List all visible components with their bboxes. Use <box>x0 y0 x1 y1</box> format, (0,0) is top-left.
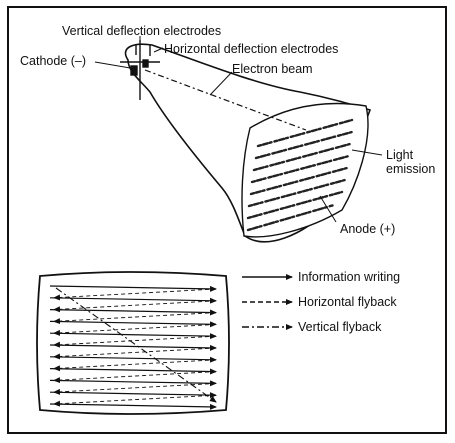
electrode-assembly <box>120 40 160 100</box>
legend-vertical-flyback: Vertical flyback <box>298 320 382 334</box>
horizontal-flyback-line <box>53 312 217 325</box>
writing-scan-line <box>49 332 217 340</box>
label-light-emission-1: Light <box>386 148 414 162</box>
writing-scan-line <box>49 309 217 316</box>
legend-symbols <box>242 274 293 330</box>
raster-screen <box>36 271 230 415</box>
writing-scan-line <box>49 344 217 351</box>
vertical-flyback-trace <box>55 287 217 403</box>
horizontal-flyback-line <box>53 394 217 407</box>
label-cathode: Cathode (–) <box>20 54 87 68</box>
horizontal-flyback-line <box>53 371 217 384</box>
label-vertical-deflection: Vertical deflection electrodes <box>62 24 222 38</box>
writing-scan-line <box>49 297 217 304</box>
label-electron-beam: Electron beam <box>232 62 313 76</box>
label-anode: Anode (+) <box>340 222 396 236</box>
writing-scan-line <box>49 379 217 387</box>
horizontal-flyback-line <box>53 359 217 372</box>
writing-scan-line <box>49 320 217 328</box>
crt-tube <box>124 43 372 243</box>
label-horizontal-deflection: Horizontal deflection electrodes <box>164 42 339 56</box>
legend-horizontal-flyback: Horizontal flyback <box>298 295 397 309</box>
writing-scan-line <box>49 285 217 292</box>
horizontal-flyback-line <box>53 335 217 348</box>
electron-beam <box>144 69 307 131</box>
screen-face <box>241 102 369 238</box>
writing-scan-line <box>49 356 217 363</box>
outer-border <box>7 6 447 434</box>
writing-scan-line <box>49 391 217 399</box>
horizontal-flyback-line <box>53 347 217 360</box>
label-light-emission-2: emission <box>386 162 436 176</box>
horizontal-flyback-line <box>53 300 217 313</box>
horizontal-flyback-line <box>53 382 217 395</box>
horizontal-flyback-line <box>53 288 217 301</box>
writing-scan-line <box>49 403 217 410</box>
writing-scan-line <box>49 368 217 375</box>
leader-lines <box>94 36 383 223</box>
screen-text-lines <box>246 118 354 232</box>
horizontal-flyback-line <box>53 323 217 336</box>
legend-information-writing: Information writing <box>298 270 401 284</box>
